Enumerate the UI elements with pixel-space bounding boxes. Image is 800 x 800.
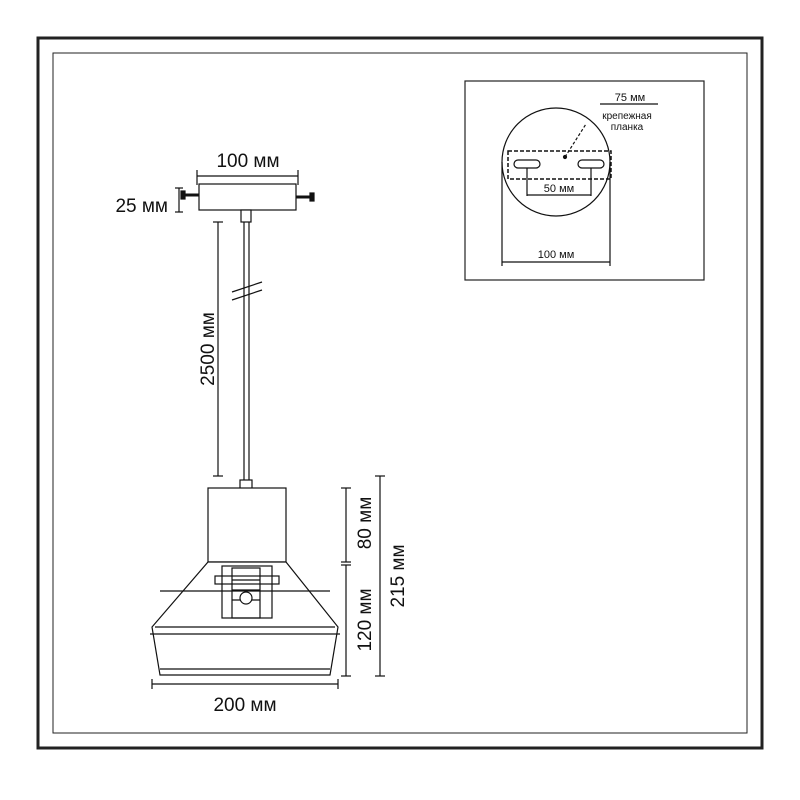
hole-spacing-dimension — [526, 168, 592, 196]
canopy-width-label: 100 мм — [216, 151, 279, 172]
canopy-diameter-dimension — [501, 162, 611, 266]
bracket-leader-line — [564, 123, 587, 158]
canopy — [198, 183, 297, 211]
canopy-diameter-label: 100 мм — [538, 249, 575, 261]
cord-length-dimension — [213, 221, 223, 477]
bracket-label-line2: планка — [611, 122, 644, 133]
height-dimensions — [341, 475, 385, 677]
inner-frame — [52, 52, 748, 734]
socket-height-label: 80 мм — [355, 497, 376, 550]
total-height-label: 215 мм — [388, 544, 409, 607]
shade-width-label: 200 мм — [213, 695, 276, 716]
shade-height-label: 120 мм — [355, 588, 376, 651]
canopy-screw-right — [296, 192, 315, 202]
cord-break-mark — [231, 281, 263, 301]
bracket-length-label: 75 мм — [615, 92, 645, 104]
outer-frame — [36, 36, 764, 750]
canopy-screw-left — [180, 190, 199, 200]
inset-view: 75 мм крепежная планка 50 мм 100 мм — [464, 80, 705, 281]
mounting-bracket — [507, 150, 612, 180]
canopy-height-dimension — [175, 187, 183, 213]
cord-connector-top — [240, 209, 252, 223]
cord-length-label: 2500 мм — [198, 312, 219, 386]
bracket-label-line1: крепежная — [602, 111, 652, 122]
main-view — [150, 170, 385, 689]
inset-frame — [464, 80, 705, 281]
socket-housing — [207, 487, 287, 563]
canopy-width-dimension — [196, 170, 299, 185]
canopy-height-label: 25 мм — [115, 196, 168, 217]
shade-width-dimension — [151, 679, 339, 689]
hole-spacing-label: 50 мм — [544, 183, 574, 195]
lamp-socket — [214, 565, 280, 619]
